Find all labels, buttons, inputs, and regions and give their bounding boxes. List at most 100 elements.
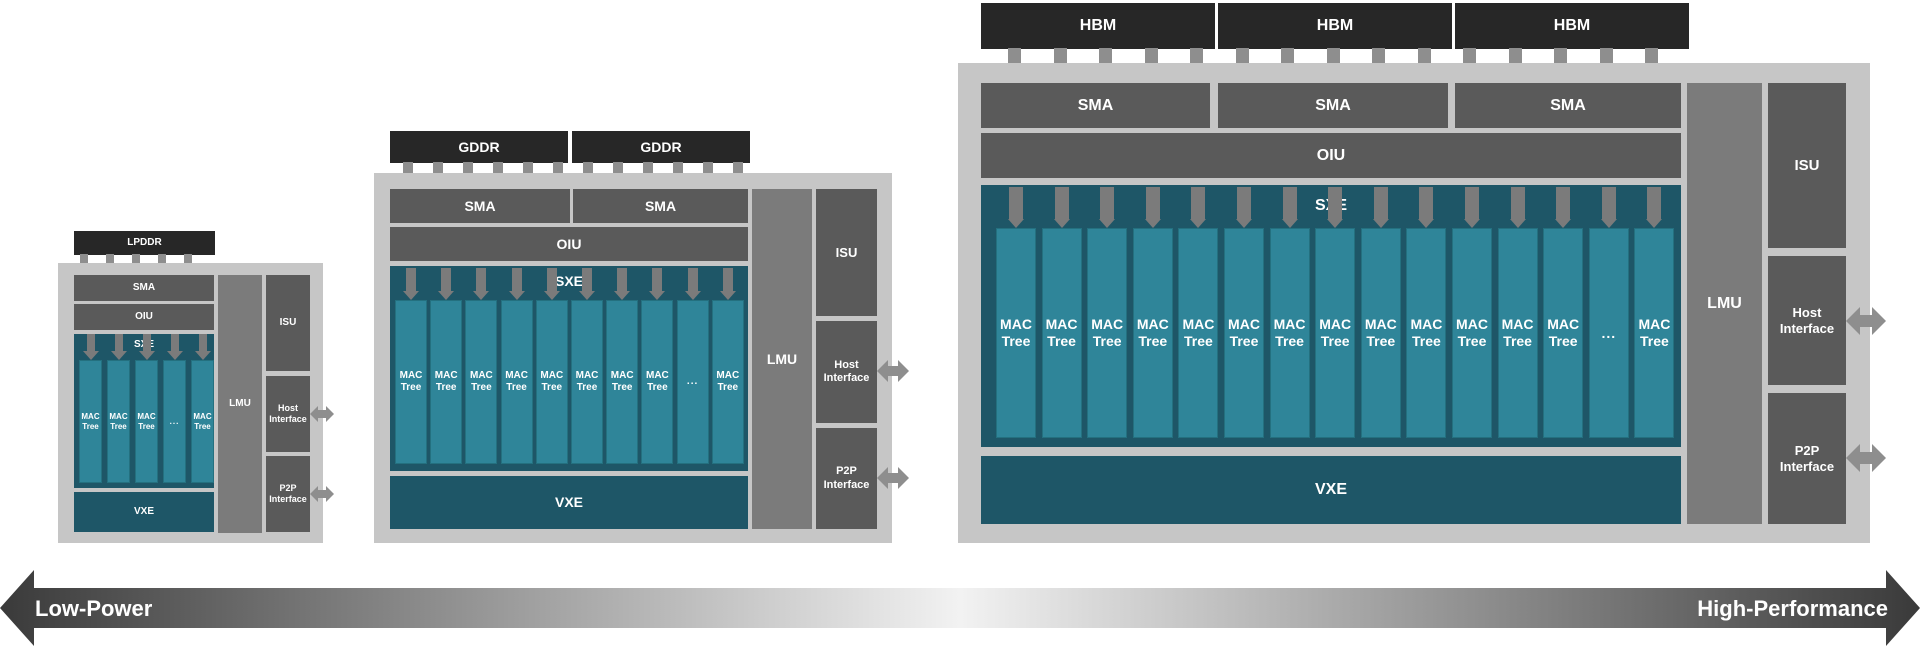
mac-tree: MAC Tree (641, 300, 674, 464)
mac-tree: MAC Tree (711, 300, 744, 464)
feed-arrow (1465, 187, 1479, 219)
mac-tree: MAC Tree (1315, 228, 1356, 438)
feed-arrow (114, 334, 123, 351)
feed-arrow (1647, 187, 1662, 219)
hbm-memory-3: HBM (1455, 3, 1689, 49)
feed-arrow-head (1418, 219, 1435, 228)
feed-arrow-head (82, 351, 99, 360)
sma-block-1: SMA (390, 189, 570, 223)
low-power-label: Low-Power (35, 595, 153, 621)
feed-arrow (1282, 187, 1297, 219)
feed-arrow (441, 268, 452, 291)
mac-tree-ellipsis: ... (163, 360, 186, 483)
mac-tree: MAC Tree (500, 300, 533, 464)
feed-arrow-head (1327, 219, 1344, 228)
mac-tree: MAC Tree (571, 300, 603, 464)
mac-tree: MAC Tree (1087, 228, 1128, 438)
mac-tree: MAC Tree (1543, 228, 1584, 438)
feed-arrow (1328, 187, 1343, 219)
feed-arrow-head (1053, 219, 1070, 228)
feed-arrow-head (438, 291, 455, 300)
mac-tree: MAC Tree (1497, 228, 1538, 438)
lpddr-memory: LPDDR (74, 231, 215, 255)
feed-arrow (722, 268, 733, 291)
high-performance-label: High-Performance (1697, 595, 1888, 621)
feed-arrow-head (194, 351, 211, 360)
isu-block: ISU (1768, 83, 1846, 248)
feed-arrow-head (684, 291, 701, 300)
mac-tree: MAC Tree (1132, 228, 1173, 438)
lmu-block: LMU (1687, 83, 1762, 524)
mac-tree: MAC Tree (395, 300, 427, 464)
mac-tree: MAC Tree (107, 360, 130, 483)
feed-arrow-head (138, 351, 155, 360)
feed-arrow (476, 268, 487, 291)
mac-tree: MAC Tree (1360, 228, 1401, 438)
sma-block-2: SMA (1218, 83, 1448, 128)
mac-tree: MAC Tree (1269, 228, 1310, 438)
vxe-block: VXE (74, 492, 214, 532)
feed-arrow (1145, 187, 1160, 219)
gddr-memory-1: GDDR (390, 131, 568, 163)
p2p-interface-block: P2P Interface (816, 428, 877, 529)
feed-arrow (1191, 187, 1206, 219)
feed-arrow-head (1144, 219, 1161, 228)
feed-arrow (1419, 187, 1434, 219)
feed-arrow-head (1008, 219, 1024, 228)
feed-arrow-head (1190, 219, 1207, 228)
feed-arrow (1100, 187, 1115, 219)
feed-arrow-head (649, 291, 666, 300)
host-interface-arrow (310, 406, 334, 422)
p2p-interface-arrow (310, 486, 334, 502)
power-performance-scale-arrow (0, 570, 1920, 646)
mac-tree-ellipsis: ... (676, 300, 709, 464)
sma-block: SMA (74, 275, 214, 301)
feed-arrow-head (543, 291, 560, 300)
mac-tree: MAC Tree (1041, 228, 1082, 438)
feed-arrow-head (166, 351, 183, 360)
vxe-block: VXE (981, 456, 1681, 524)
mac-tree: MAC Tree (1224, 228, 1264, 438)
feed-arrow-head (1372, 219, 1389, 228)
oiu-block: OIU (390, 227, 748, 261)
feed-arrow-head (1099, 219, 1116, 228)
feed-arrow (1601, 187, 1616, 219)
feed-arrow (617, 268, 628, 291)
feed-arrow (170, 334, 179, 351)
feed-arrow-head (719, 291, 736, 300)
mac-tree: MAC Tree (535, 300, 568, 464)
feed-arrow-head (579, 291, 595, 300)
feed-arrow (1009, 187, 1023, 219)
mac-tree: MAC Tree (465, 300, 498, 464)
p2p-interface-arrow (877, 467, 909, 489)
feed-arrow (687, 268, 698, 291)
feed-arrow-head (1600, 219, 1617, 228)
mac-tree: MAC Tree (1452, 228, 1492, 438)
feed-arrow (652, 268, 663, 291)
mac-tree: MAC Tree (1178, 228, 1219, 438)
feed-arrow-head (1464, 219, 1480, 228)
feed-arrow (582, 268, 592, 291)
feed-arrow-head (1646, 219, 1663, 228)
mac-tree: MAC Tree (79, 360, 102, 483)
host-interface-block: Host Interface (1768, 256, 1846, 385)
p2p-interface-arrow (1846, 444, 1886, 472)
sma-block-3: SMA (1455, 83, 1681, 128)
feed-arrow (1237, 187, 1251, 219)
feed-arrow-head (614, 291, 631, 300)
mac-tree: MAC Tree (996, 228, 1036, 438)
vxe-block: VXE (390, 476, 748, 529)
hbm-memory-1: HBM (981, 3, 1215, 49)
feed-arrow (198, 334, 207, 351)
feed-arrow (406, 268, 416, 291)
oiu-block: OIU (981, 133, 1681, 178)
sma-block-2: SMA (573, 189, 748, 223)
feed-arrow-head (508, 291, 525, 300)
feed-arrow (142, 334, 151, 351)
isu-block: ISU (266, 275, 310, 371)
feed-arrow-head (473, 291, 490, 300)
feed-arrow-head (1281, 219, 1298, 228)
feed-arrow-head (1555, 219, 1572, 228)
hbm-memory-2: HBM (1218, 3, 1452, 49)
feed-arrow (1054, 187, 1069, 219)
